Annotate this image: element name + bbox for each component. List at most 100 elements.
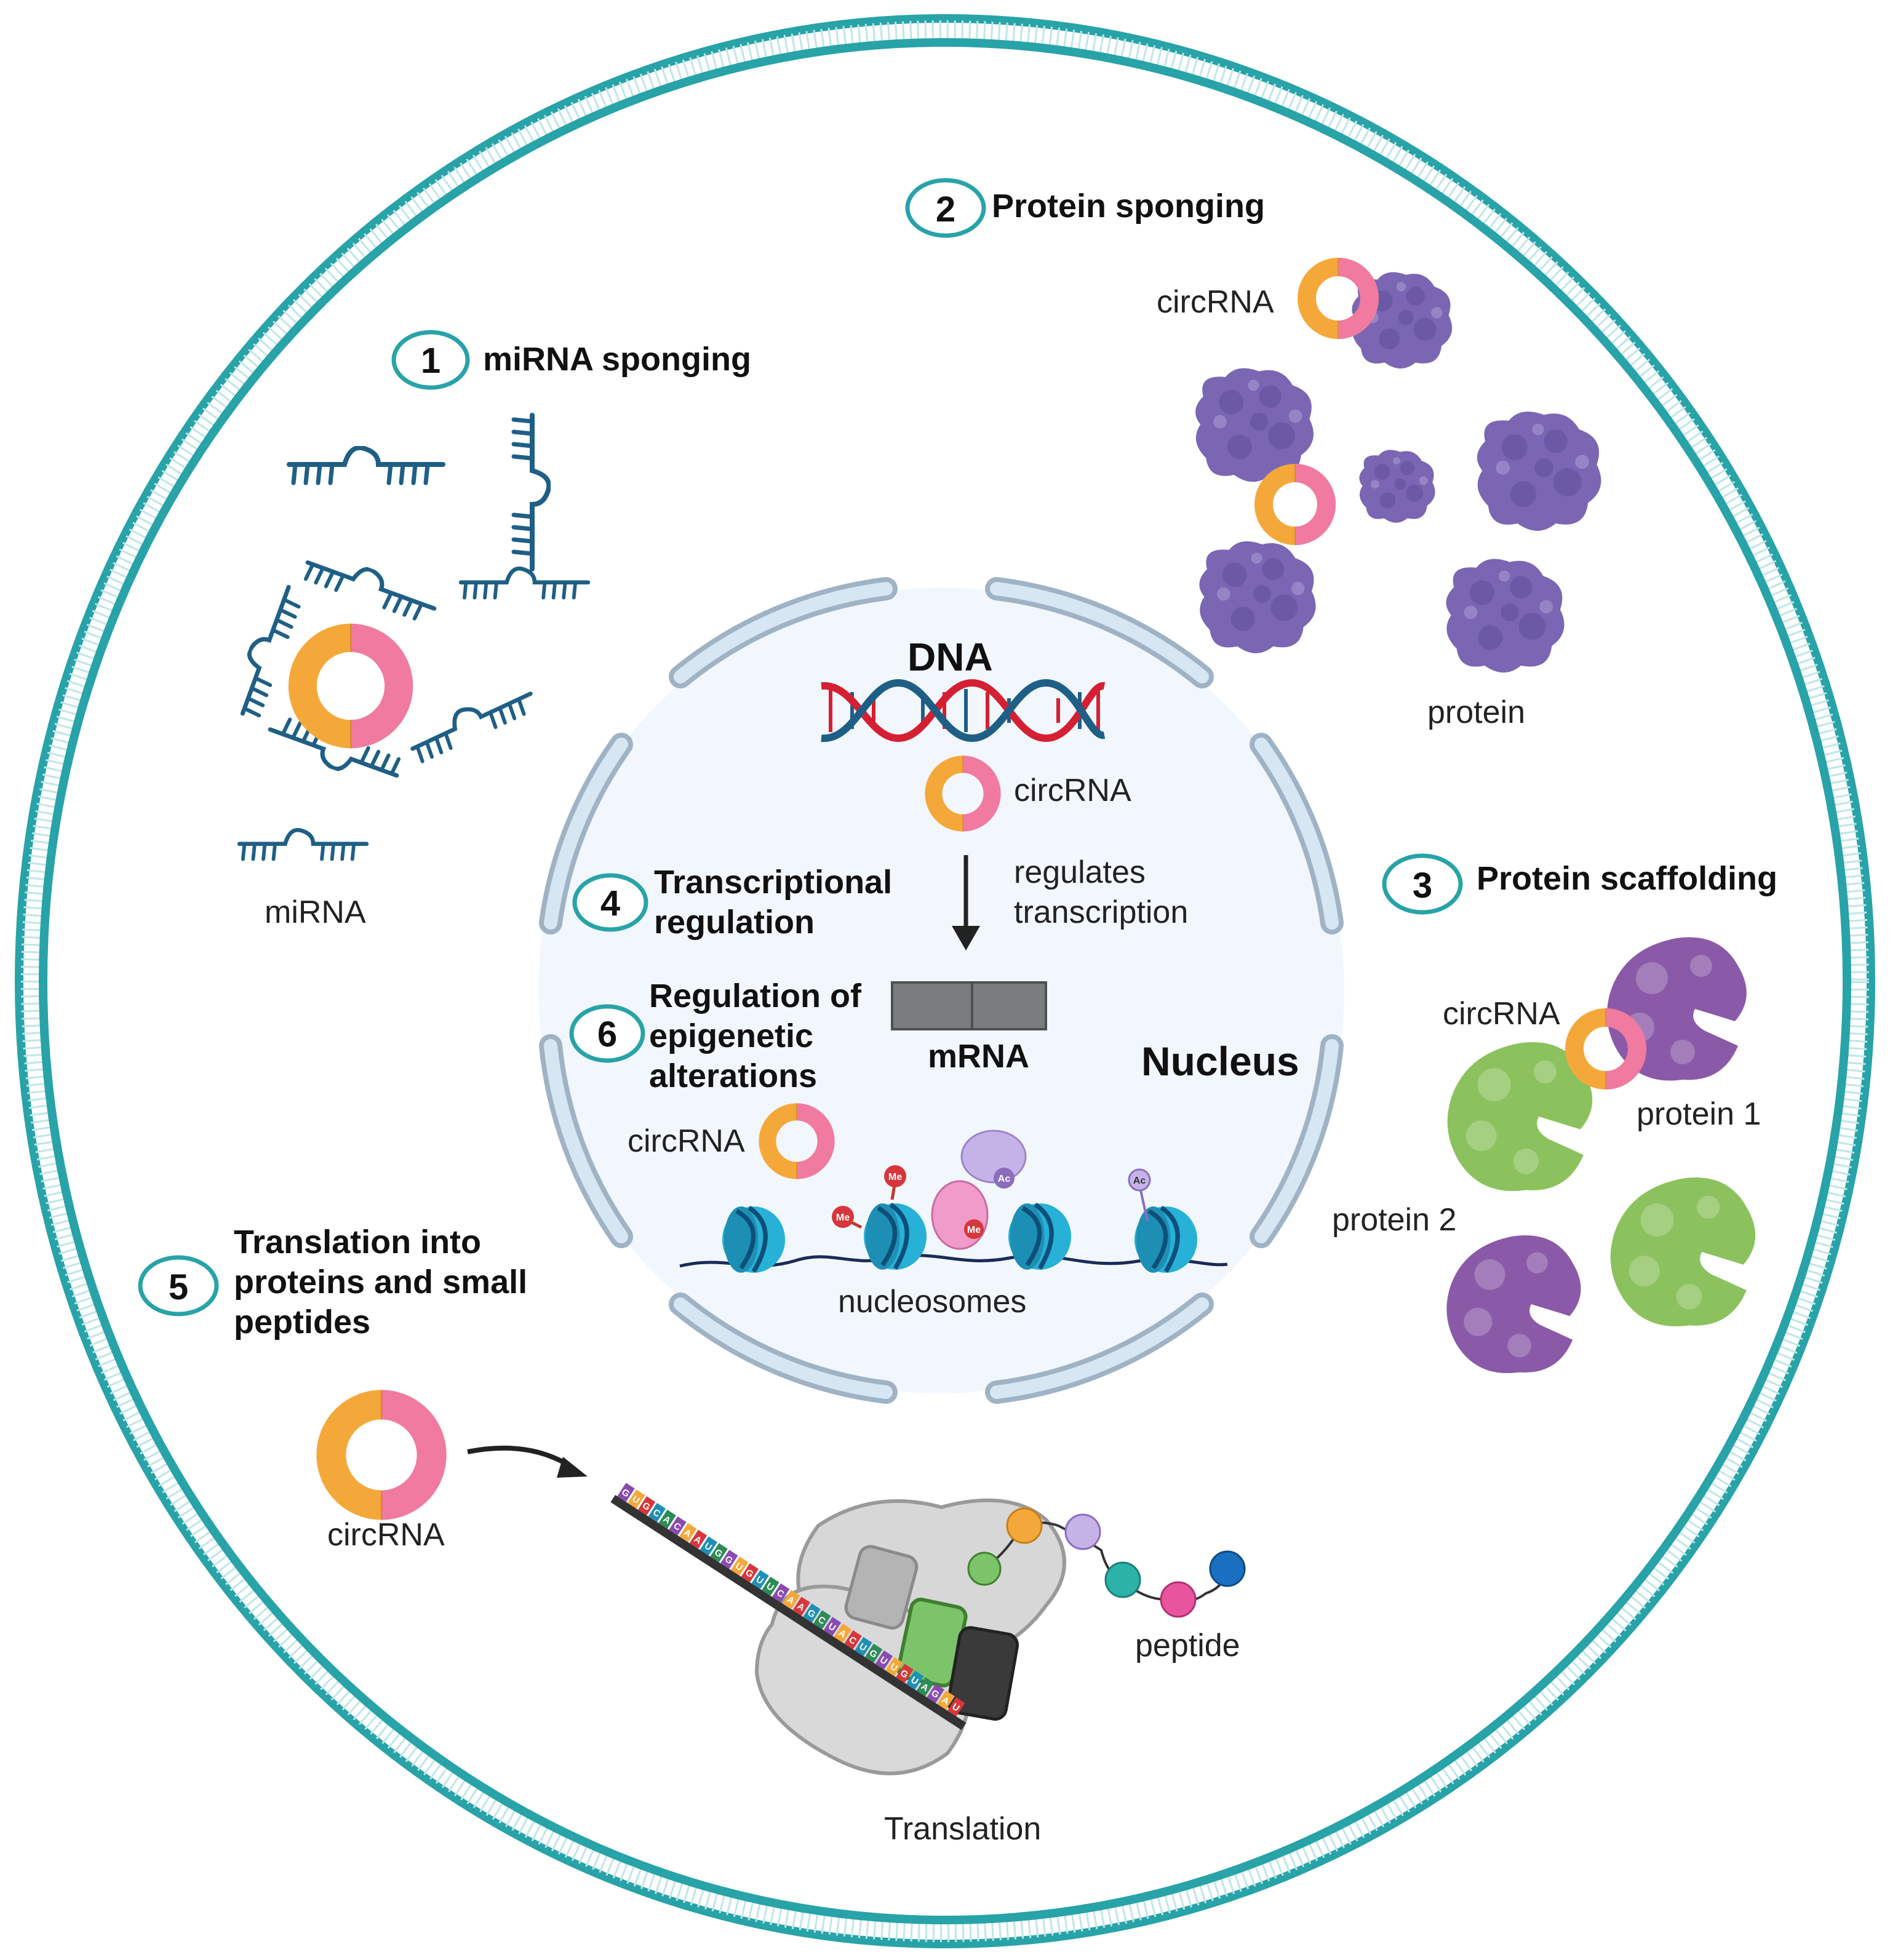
svg-text:1: 1 [421, 341, 441, 381]
codon-25: U [875, 1650, 893, 1670]
codon-1: U [628, 1489, 645, 1509]
codon-31: A [937, 1691, 955, 1710]
nucleosome-4 [1134, 1206, 1197, 1273]
regulates-label: regulates [1014, 855, 1146, 890]
transcription-arrow [952, 855, 980, 950]
methyl-mark-2 [884, 1165, 906, 1187]
peptide-chain [967, 1507, 1246, 1618]
codon-7: A [689, 1529, 708, 1549]
codon-12: G [741, 1563, 759, 1583]
mechanism-2-badge: 2 [905, 178, 986, 238]
codon-30: G [927, 1684, 944, 1703]
svg-text:2: 2 [936, 189, 955, 229]
nucleus-label: Nucleus [1141, 1038, 1299, 1084]
peptide-label: peptide [1135, 1628, 1240, 1663]
mirna-label: miRNA [265, 894, 366, 930]
codon-5: C [669, 1516, 687, 1536]
svg-text:3: 3 [1413, 866, 1432, 906]
mechanism-5-title-line1: Translation into [234, 1224, 481, 1261]
codon-8: U [700, 1536, 717, 1556]
circrna-label-translation: circRNA [327, 1517, 445, 1553]
mirna-free-3 [239, 830, 367, 859]
protein1-label: protein 1 [1637, 1096, 1761, 1132]
mechanism-3-title: Protein scaffolding [1477, 860, 1777, 897]
codon-9: G [710, 1543, 728, 1563]
mrna-label: mRNA [928, 1038, 1029, 1075]
protein-6 [1446, 559, 1565, 673]
reader-protein-pink [931, 1180, 989, 1250]
protein2-label: protein 2 [1332, 1202, 1456, 1238]
codon-2: G [637, 1496, 656, 1516]
codon-24: G [864, 1643, 883, 1663]
mirna-cluster [229, 415, 588, 859]
circrna-mirna-sponge [303, 624, 399, 748]
mrna-block [891, 981, 1047, 1030]
mirna-free-4 [514, 415, 549, 569]
svg-text:Me: Me [967, 1225, 981, 1235]
mechanism-6-title-line3: alterations [649, 1058, 817, 1094]
codon-16: A [782, 1590, 800, 1609]
codon-32: U [947, 1697, 965, 1717]
codon-14: U [762, 1576, 780, 1596]
codon-6: A [679, 1523, 697, 1542]
nucleosomes-label: nucleosomes [838, 1284, 1026, 1320]
codon-4: A [658, 1509, 676, 1529]
mirna-free-2 [461, 568, 588, 597]
protein-1-free [1446, 1235, 1581, 1374]
codon-11: U [730, 1556, 749, 1576]
mechanism-4-title-line1: Transcriptional [654, 864, 892, 901]
mirna-bound-top [302, 549, 439, 624]
mechanism-4-title-line2: regulation [654, 904, 815, 941]
mechanism-6-badge: 6 [569, 1004, 645, 1063]
codon-10: G [720, 1550, 738, 1569]
acetyl-mark [1128, 1168, 1151, 1192]
mechanism-5-badge: 5 [138, 1255, 219, 1317]
codon-21: A [834, 1623, 852, 1643]
mechanism-1-title: miRNA sponging [483, 341, 751, 378]
protein-4 [1477, 411, 1601, 531]
codon-29: A [916, 1677, 935, 1697]
protein-2-free [1610, 1177, 1756, 1327]
codon-13: U [751, 1569, 769, 1590]
svg-text:Ac: Ac [1133, 1176, 1146, 1186]
transcription-label: transcription [1014, 894, 1188, 930]
circrna-protein-sponge-2 [1264, 464, 1326, 545]
circrna-label-protein-sponge: circRNA [1157, 284, 1274, 320]
nucleosome-strand: Me Me Me Ac Ac [679, 1129, 1228, 1273]
svg-text:4: 4 [600, 883, 620, 923]
svg-text:Me: Me [836, 1213, 850, 1223]
codon-0: G [617, 1483, 635, 1502]
nucleosome-3 [1008, 1203, 1071, 1270]
translation-label: Translation [884, 1811, 1041, 1847]
dna-label: DNA [907, 635, 993, 679]
mechanism-2-title: Protein sponging [992, 188, 1265, 225]
svg-text:Ac: Ac [998, 1174, 1011, 1184]
reader-protein-lilac [960, 1129, 1027, 1184]
ribosome [754, 1498, 1066, 1775]
circrna-translation [331, 1390, 431, 1520]
codon-26: U [885, 1657, 903, 1676]
nucleosome-1 [722, 1206, 785, 1273]
mechanism-5-title-line3: peptides [234, 1304, 370, 1341]
mirna-free-1 [289, 448, 443, 483]
svg-text:5: 5 [169, 1267, 188, 1307]
codon-20: U [823, 1617, 842, 1636]
protein-label: protein [1427, 695, 1525, 730]
codon-27: G [896, 1663, 914, 1683]
codon-17: A [792, 1596, 810, 1616]
methyl-mark-1 [832, 1206, 854, 1228]
mechanism-6-title-line2: epigenetic [649, 1018, 813, 1054]
mechanism-4-badge: 4 [572, 873, 648, 932]
codon-19: C [813, 1610, 831, 1630]
translation-arrow [467, 1445, 588, 1478]
cell-membrane [15, 14, 1875, 1948]
svg-text:Me: Me [888, 1172, 902, 1182]
protein-3 [1359, 450, 1435, 523]
circrna-label-epigenetic: circRNA [628, 1123, 745, 1159]
codon-15: C [772, 1583, 790, 1603]
mirna-free-5 [407, 681, 537, 763]
nucleosome-2 [864, 1203, 927, 1270]
